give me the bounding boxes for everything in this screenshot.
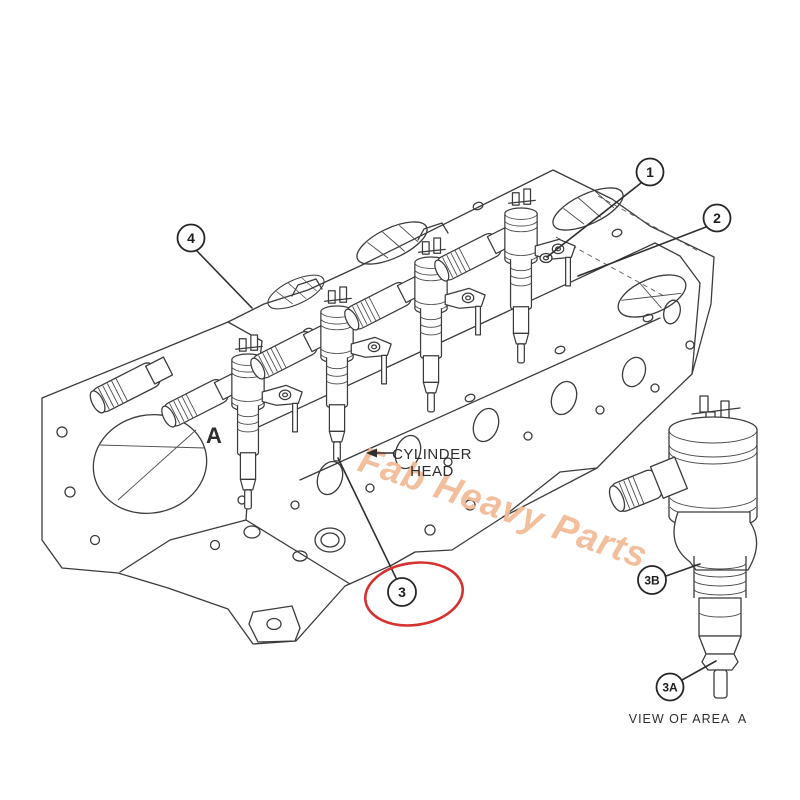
callout-3-label: 3: [398, 584, 406, 600]
callout-2-label: 2: [713, 210, 721, 226]
view-caption: VIEW OF AREA A: [629, 712, 748, 726]
callout-4: 4: [176, 223, 253, 309]
cylinder-head-label: CYLINDER HEAD: [366, 446, 472, 480]
callout-2: 2: [577, 203, 732, 277]
callout-3B-label: 3B: [644, 574, 660, 588]
highlight-ellipse: [363, 561, 465, 627]
area-marker: A: [206, 423, 222, 448]
callout-1-label: 1: [646, 164, 654, 180]
arrow-left-icon: [366, 448, 377, 458]
callout-3A: 3A: [655, 660, 717, 702]
cylinder-head-drawing: [41, 169, 715, 645]
cylinder-head-label-line2: HEAD: [410, 463, 454, 480]
callout-3B: 3B: [637, 563, 701, 595]
callout-3: 3: [337, 457, 465, 627]
callout-4-label: 4: [187, 230, 195, 246]
detail-view-injector: [608, 395, 758, 699]
cylinder-head-label-line1: CYLINDER: [392, 446, 472, 463]
callout-3A-label: 3A: [662, 681, 678, 695]
callout-1: 1: [546, 157, 665, 258]
